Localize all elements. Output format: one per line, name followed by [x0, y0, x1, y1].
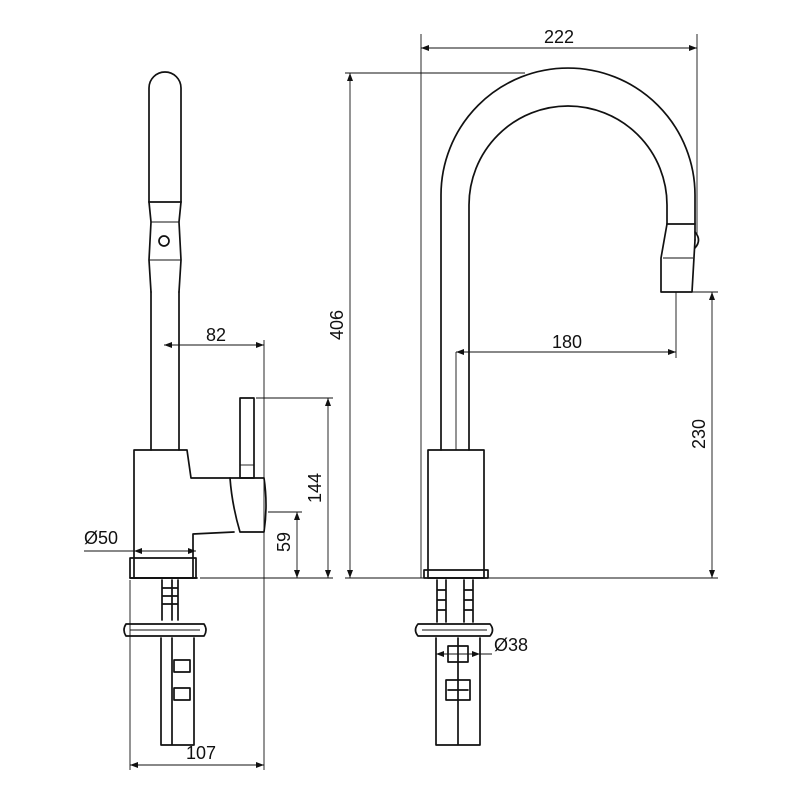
- dim-spout-outlet-height: 230: [689, 419, 709, 449]
- front-hoses: [435, 637, 481, 746]
- front-spray-head: [660, 223, 696, 293]
- side-hoses: [160, 637, 195, 746]
- dim-side-depth: 107: [186, 743, 216, 763]
- side-spout-upper: [148, 71, 182, 203]
- side-body-curve: [192, 531, 235, 551]
- side-hose-fittings: [173, 659, 191, 701]
- front-base-plate: [423, 569, 489, 579]
- side-lever: [239, 397, 255, 479]
- front-dimensions: 222 406 180 230 Ø38: [327, 27, 718, 660]
- side-spray-button-icon: [158, 235, 170, 247]
- front-body: [427, 449, 485, 579]
- side-base-plate: [129, 557, 197, 579]
- dim-handle-offset: 82: [206, 325, 226, 345]
- side-spout-lower: [150, 291, 180, 451]
- front-threaded-rods: [436, 579, 474, 623]
- front-hose-fittings: [445, 645, 471, 701]
- dim-body-outlet-height: 59: [274, 532, 294, 552]
- front-mount-plate: [414, 623, 494, 637]
- side-mount-plate: [123, 623, 207, 637]
- front-view: [414, 67, 700, 746]
- dim-base-diameter: Ø38: [494, 635, 528, 655]
- dim-total-height: 406: [327, 310, 347, 340]
- front-spout-inner: [468, 105, 668, 451]
- side-handle-housing: [229, 477, 267, 533]
- side-view: [123, 71, 267, 746]
- side-threaded-rods: [161, 579, 179, 621]
- side-dimensions: 82 144 59 Ø50 107: [84, 325, 333, 770]
- dim-lever-height: 144: [305, 473, 325, 503]
- dim-body-diameter: Ø50: [84, 528, 118, 548]
- front-spout: [440, 67, 696, 451]
- dim-total-width: 222: [544, 27, 574, 47]
- side-spray-head: [148, 201, 182, 293]
- dim-spout-reach: 180: [552, 332, 582, 352]
- front-spray-button-icon: [694, 231, 700, 249]
